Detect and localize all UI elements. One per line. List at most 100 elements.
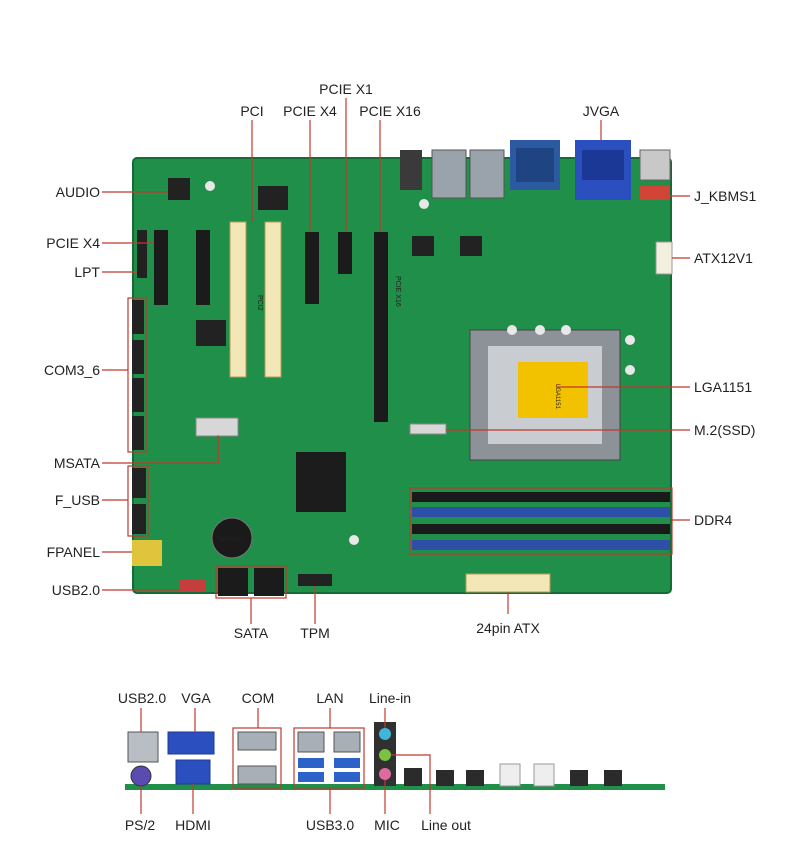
io-misc-3	[466, 770, 484, 786]
capacitor	[561, 325, 571, 335]
capacitor	[535, 325, 545, 335]
pcie-x16-marking: PCIE X16	[394, 276, 401, 307]
com-header-2	[132, 340, 144, 374]
io-com-port-frame	[516, 148, 554, 182]
label-fpanel: FPANEL	[47, 544, 101, 560]
lpt-header	[137, 230, 147, 278]
chipset-heatsink	[296, 452, 346, 512]
label-pcie-x16: PCIE X16	[359, 103, 421, 119]
label-m2-ssd: M.2(SSD)	[694, 422, 755, 438]
pci-slot-2	[264, 221, 282, 378]
label-msata: MSATA	[54, 455, 101, 471]
label-lpt: LPT	[74, 264, 100, 280]
f-usb-header-2	[132, 504, 146, 534]
io-label-com: COM	[242, 690, 275, 706]
capacitor	[205, 181, 215, 191]
capacitor	[625, 365, 635, 375]
rear-io-photo	[125, 722, 665, 790]
label-atx24: 24pin ATX	[476, 620, 540, 636]
board-labels: AUDIO PCIE X4 LPT COM3_6 MSATA F_USB FPA…	[44, 81, 756, 641]
io-misc-5	[533, 763, 555, 787]
com-header-4	[132, 416, 144, 450]
io-misc-2	[436, 770, 454, 786]
capacitor	[349, 535, 359, 545]
f-usb-header-1	[132, 468, 146, 498]
io-label-usb30: USB3.0	[306, 817, 354, 833]
ddr4-slot-2	[412, 507, 670, 517]
io-ps2-round	[130, 765, 152, 787]
label-pcie-x4-top: PCIE X4	[283, 103, 337, 119]
msata-socket	[195, 417, 239, 437]
io-usb30-port-4	[334, 772, 360, 782]
kbms-header	[640, 186, 670, 200]
label-f-usb: F_USB	[55, 492, 100, 508]
io-audio-jack	[400, 150, 422, 190]
pcie-x4-slot-top	[305, 232, 319, 304]
usb20-internal	[180, 580, 206, 592]
atx24-connector	[465, 573, 551, 593]
fpanel-header	[132, 540, 162, 566]
io-label-vga: VGA	[181, 690, 211, 706]
io-usb30-port-1	[298, 758, 324, 768]
label-ddr4: DDR4	[694, 512, 732, 528]
label-com3-6: COM3_6	[44, 362, 100, 378]
io-linein-jack	[379, 728, 391, 740]
label-j-kbms1: J_KBMS1	[694, 188, 756, 204]
label-sata: SATA	[234, 625, 269, 641]
io-usb20-stack	[127, 731, 159, 763]
io-usb30-port-3	[334, 758, 360, 768]
cpu-cover	[518, 362, 588, 418]
pci-slot-1	[229, 221, 247, 378]
io-lan-port-1	[431, 149, 467, 199]
io-label-usb20: USB2.0	[118, 690, 166, 706]
io-label-mic: MIC	[374, 817, 400, 833]
io-hdmi-connector	[175, 759, 211, 785]
io-labels: USB2.0 VGA COM LAN Line-in PS/2 HDMI USB…	[118, 690, 471, 833]
pcie-x1-slot	[338, 232, 352, 274]
io-vga-frame	[582, 150, 624, 180]
label-jvga: JVGA	[583, 103, 620, 119]
label-usb20-internal: USB2.0	[52, 582, 100, 598]
battery-marking: Newsun	[218, 536, 243, 543]
label-pcie-x4-left: PCIE X4	[46, 235, 100, 251]
io-lan-connector-1	[297, 731, 325, 753]
audio-header	[168, 178, 190, 200]
label-atx12v1: ATX12V1	[694, 250, 753, 266]
label-pci: PCI	[240, 103, 263, 119]
sata-port-1	[218, 568, 248, 596]
io-usb30-port-2	[298, 772, 324, 782]
pcie-x4-slot-a	[154, 230, 168, 305]
tpm-header	[298, 574, 332, 586]
capacitor	[507, 325, 517, 335]
io-label-lineout: Line out	[421, 817, 471, 833]
chip-super-io	[258, 186, 288, 210]
pci-slot-marking: PCI2	[256, 295, 263, 311]
chip-lan-2	[460, 236, 482, 256]
motherboard-photo: PCI2 PCIE X16 Newsun	[132, 140, 673, 596]
chip-lan-1	[412, 236, 434, 256]
io-misc-1	[404, 768, 422, 786]
io-vga-connector	[167, 731, 215, 755]
label-audio: AUDIO	[56, 184, 100, 200]
cpu-marking: LGA1151	[554, 384, 560, 410]
io-label-lan: LAN	[316, 690, 343, 706]
label-tpm: TPM	[300, 625, 330, 641]
atx12v-connector	[655, 241, 673, 275]
capacitor	[419, 199, 429, 209]
sata-port-2	[254, 568, 284, 596]
m2-socket	[409, 423, 447, 435]
io-lan-connector-2	[333, 731, 361, 753]
io-lan-port-2	[469, 149, 505, 199]
pcie-x4-slot-b	[196, 230, 210, 305]
ddr4-slot-4	[412, 540, 670, 550]
io-label-hdmi: HDMI	[175, 817, 211, 833]
io-lineout-jack	[379, 749, 391, 761]
capacitor	[625, 335, 635, 345]
label-pcie-x1: PCIE X1	[319, 81, 373, 97]
label-lga1151: LGA1151	[694, 379, 752, 395]
io-ps2-port	[639, 149, 671, 181]
io-mic-jack	[379, 768, 391, 780]
io-leader-lines	[140, 708, 431, 814]
io-com-connector-2	[237, 765, 277, 785]
